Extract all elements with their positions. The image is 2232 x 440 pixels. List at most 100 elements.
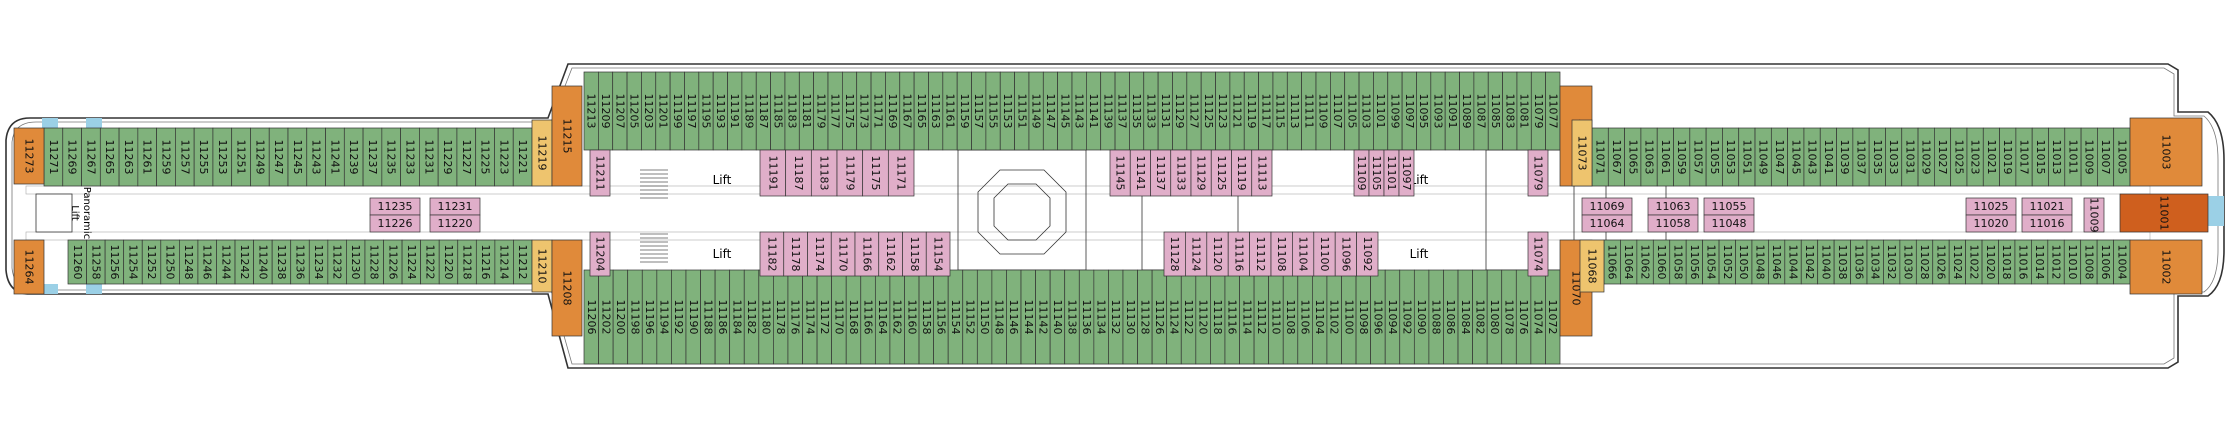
- cabin-11145[interactable]: 11145: [1109, 149, 1131, 197]
- cabin-11179[interactable]: 11179: [813, 71, 829, 151]
- cabin-11141[interactable]: 11141: [1086, 71, 1102, 151]
- cabin-11261[interactable]: 11261: [137, 127, 157, 187]
- cabin-11170[interactable]: 11170: [830, 231, 856, 277]
- cabin-11224[interactable]: 11224: [401, 239, 421, 285]
- cabin-11140[interactable]: 11140: [1049, 269, 1066, 365]
- cabin-11195[interactable]: 11195: [698, 71, 714, 151]
- cabin-11171[interactable]: 11171: [870, 71, 886, 151]
- cabin-11126[interactable]: 11126: [1151, 269, 1168, 365]
- cabin-11200[interactable]: 11200: [612, 269, 629, 365]
- cabin-11154[interactable]: 11154: [925, 231, 951, 277]
- cabin-11157[interactable]: 11157: [971, 71, 987, 151]
- cabin-11201[interactable]: 11201: [655, 71, 671, 151]
- cabin-11265[interactable]: 11265: [99, 127, 120, 187]
- cabin-11098[interactable]: 11098: [1355, 269, 1371, 365]
- cabin-11206[interactable]: 11206: [583, 269, 599, 365]
- cabin-11106[interactable]: 11106: [1297, 269, 1313, 365]
- cabin-11207[interactable]: 11207: [612, 71, 628, 151]
- cabin-11247[interactable]: 11247: [268, 127, 289, 187]
- cabin-11021[interactable]: 11021: [2021, 197, 2073, 216]
- cabin-11109[interactable]: 11109: [1315, 71, 1331, 151]
- cabin-11133[interactable]: 11133: [1143, 71, 1159, 151]
- cabin-11020[interactable]: 11020: [1965, 214, 2017, 233]
- cabin-11253[interactable]: 11253: [212, 127, 233, 187]
- cabin-11123[interactable]: 11123: [1215, 71, 1231, 151]
- cabin-11019[interactable]: 11019: [1999, 127, 2017, 187]
- cabin-11130[interactable]: 11130: [1122, 269, 1138, 365]
- cabin-11079[interactable]: 11079: [1530, 71, 1546, 151]
- cabin-11178[interactable]: 11178: [773, 269, 789, 365]
- cabin-11039[interactable]: 11039: [1836, 127, 1854, 187]
- cabin-11198[interactable]: 11198: [627, 269, 643, 365]
- cabin-11017[interactable]: 11017: [2015, 127, 2033, 187]
- cabin-11137[interactable]: 11137: [1150, 149, 1172, 197]
- cabin-11246[interactable]: 11246: [197, 239, 217, 285]
- cabin-11189[interactable]: 11189: [741, 71, 757, 151]
- cabin-11269[interactable]: 11269: [62, 127, 82, 187]
- cabin-11226[interactable]: 11226: [369, 214, 421, 233]
- cabin-11128[interactable]: 11128: [1163, 231, 1186, 277]
- cabin-11147[interactable]: 11147: [1042, 71, 1058, 151]
- cabin-11090[interactable]: 11090: [1413, 269, 1430, 365]
- cabin-11092[interactable]: 11092: [1399, 269, 1415, 365]
- cabin-11080[interactable]: 11080: [1486, 269, 1503, 365]
- cabin-11219[interactable]: 11219: [531, 119, 553, 187]
- cabin-11131[interactable]: 11131: [1157, 71, 1173, 151]
- cabin-11136[interactable]: 11136: [1078, 269, 1095, 365]
- cabin-11129[interactable]: 11129: [1172, 71, 1188, 151]
- cabin-11124[interactable]: 11124: [1166, 269, 1182, 365]
- cabin-11004[interactable]: 11004: [2113, 239, 2131, 285]
- cabin-11182[interactable]: 11182: [743, 269, 760, 365]
- cabin-11009[interactable]: 11009: [2083, 198, 2105, 233]
- cabin-11097[interactable]: 11097: [1401, 71, 1417, 151]
- cabin-11148[interactable]: 11148: [991, 269, 1007, 365]
- cabin-11009[interactable]: 11009: [2080, 127, 2098, 187]
- cabin-11227[interactable]: 11227: [456, 127, 477, 187]
- cabin-11103[interactable]: 11103: [1358, 71, 1374, 151]
- cabin-11184[interactable]: 11184: [729, 269, 745, 365]
- cabin-11072[interactable]: 11072: [1545, 269, 1561, 365]
- cabin-11026[interactable]: 11026: [1932, 239, 1950, 285]
- cabin-11142[interactable]: 11142: [1035, 269, 1051, 365]
- cabin-11118[interactable]: 11118: [1210, 269, 1226, 365]
- cabin-11068[interactable]: 11068: [1579, 239, 1605, 293]
- cabin-11191[interactable]: 11191: [759, 149, 787, 197]
- cabin-11180[interactable]: 11180: [758, 269, 774, 365]
- cabin-11074[interactable]: 11074: [1527, 231, 1549, 277]
- cabin-11015[interactable]: 11015: [2031, 127, 2049, 187]
- cabin-11096[interactable]: 11096: [1334, 231, 1357, 277]
- cabin-11273[interactable]: 11273: [13, 127, 45, 185]
- cabin-11125[interactable]: 11125: [1200, 71, 1216, 151]
- cabin-11041[interactable]: 11041: [1819, 127, 1837, 187]
- cabin-11014[interactable]: 11014: [2031, 239, 2049, 285]
- cabin-11018[interactable]: 11018: [1998, 239, 2016, 285]
- cabin-11094[interactable]: 11094: [1384, 269, 1401, 365]
- cabin-11158[interactable]: 11158: [918, 269, 934, 365]
- cabin-11169[interactable]: 11169: [885, 71, 901, 151]
- cabin-11188[interactable]: 11188: [700, 269, 716, 365]
- cabin-11091[interactable]: 11091: [1444, 71, 1460, 151]
- cabin-11110[interactable]: 11110: [1268, 269, 1284, 365]
- cabin-11177[interactable]: 11177: [827, 71, 843, 151]
- cabin-11232[interactable]: 11232: [327, 239, 347, 285]
- cabin-11173[interactable]: 11173: [856, 71, 872, 151]
- cabin-11202[interactable]: 11202: [598, 269, 614, 365]
- cabin-11153[interactable]: 11153: [999, 71, 1015, 151]
- cabin-11117[interactable]: 11117: [1258, 71, 1274, 151]
- cabin-11125[interactable]: 11125: [1210, 149, 1232, 197]
- cabin-11082[interactable]: 11082: [1472, 269, 1488, 365]
- cabin-11271[interactable]: 11271: [43, 127, 64, 187]
- cabin-11071[interactable]: 11071: [1591, 127, 1609, 187]
- cabin-11171[interactable]: 11171: [887, 149, 915, 197]
- cabin-11011[interactable]: 11011: [2064, 127, 2082, 187]
- cabin-11079[interactable]: 11079: [1527, 149, 1549, 197]
- cabin-11044[interactable]: 11044: [1784, 239, 1802, 285]
- cabin-11230[interactable]: 11230: [346, 239, 366, 285]
- cabin-11205[interactable]: 11205: [626, 71, 642, 151]
- cabin-11234[interactable]: 11234: [308, 239, 329, 285]
- cabin-11133[interactable]: 11133: [1170, 149, 1192, 197]
- cabin-11033[interactable]: 11033: [1885, 127, 1903, 187]
- cabin-11064[interactable]: 11064: [1581, 214, 1633, 233]
- cabin-11210[interactable]: 11210: [531, 239, 553, 293]
- cabin-11052[interactable]: 11052: [1718, 239, 1736, 285]
